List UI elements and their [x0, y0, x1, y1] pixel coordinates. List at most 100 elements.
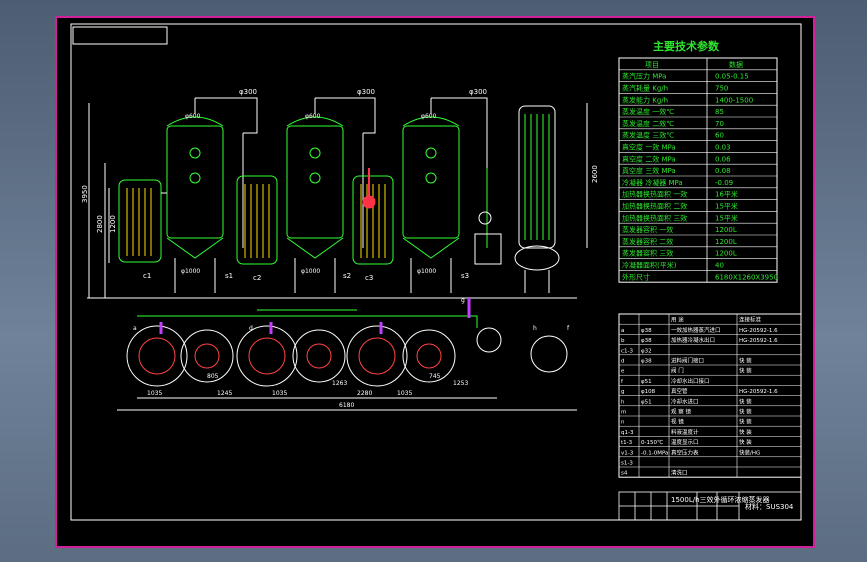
nozzle-mark: d [249, 325, 253, 332]
params-header-cell: 数据 [729, 60, 743, 69]
params-value-cell: 60 [715, 132, 724, 140]
plan-evaporator-2 [236, 325, 298, 387]
top-pipe-3: φ300 [469, 88, 487, 96]
nozzle-cell: φ32 [641, 348, 652, 354]
base-dia-2: φ1000 [301, 268, 320, 275]
nozzle-cell: 冷却水进口 [671, 397, 699, 405]
params-value-cell: 0.05-0.15 [715, 73, 749, 81]
params-value-cell: 1400-1500 [715, 96, 753, 104]
top-left-label-box [72, 26, 168, 45]
params-value-cell: 750 [715, 84, 728, 92]
params-value-cell: 1200L [715, 250, 737, 258]
nozzle-cell: 真空管 [671, 387, 688, 395]
nozzle-cell: m [621, 409, 626, 415]
nozzle-cell: s1-3 [621, 460, 633, 466]
nozzle-cell: 一效加热器蒸汽进口 [671, 326, 721, 334]
plan-dim: 2280 [357, 390, 372, 397]
nozzle-cell: HG-20592-1.6 [739, 338, 778, 344]
plan-dim: 1035 [272, 390, 287, 397]
params-value-cell: 1200L [715, 238, 737, 246]
nozzle-cell: 阀 门 [671, 367, 684, 375]
plan-dim: 1035 [397, 390, 412, 397]
nozzle-cell: 快装/HG [739, 448, 760, 456]
plan-separator-3 [402, 329, 456, 383]
vessel-dia-3: φ600 [421, 113, 437, 120]
nozzle-cell: 进料阀门接口 [671, 356, 704, 364]
params-value-cell: 0.03 [715, 143, 731, 151]
params-item-cell: 真空度 二效 MPa [622, 154, 676, 163]
params-item-cell: 冷凝器面积(平米) [622, 260, 677, 269]
plan-dim: 1253 [453, 380, 468, 387]
nozzle-cell: q1-3 [621, 430, 634, 436]
params-title: 主要技术参数 [653, 39, 720, 53]
params-item-cell: 蒸汽耗量 Kg/h [622, 83, 668, 92]
nozzle-cell: 快 装 [739, 407, 752, 415]
effect-2-evaporator [236, 97, 376, 293]
nozzle-cell: 快 装 [739, 367, 752, 375]
top-pipe-2: φ300 [357, 88, 375, 96]
nozzle-cell: φ51 [641, 379, 652, 385]
params-item-cell: 加热器换热面积 二效 [622, 201, 687, 210]
drawing-frame [70, 23, 802, 521]
plan-dim-small: 745 [429, 373, 441, 380]
params-item-cell: 蒸发能力 Kg/h [622, 95, 668, 104]
params-value-cell: -0.09 [715, 179, 733, 187]
base-dia-1: φ1000 [181, 268, 200, 275]
dim-height-4: 1200 [109, 215, 117, 233]
params-item-cell: 加热器换热面积 一效 [622, 190, 687, 199]
nozzle-cell: b [621, 338, 625, 344]
nozzle-cell: t1-3 [621, 440, 633, 446]
nozzle-cell: 快 装 [739, 428, 752, 436]
plan-evaporator-3 [346, 325, 408, 387]
params-item-cell: 蒸发器容积 三效 [622, 249, 673, 258]
params-value-cell: 6180X1260X3950 [715, 273, 778, 281]
params-item-cell: 蒸汽压力 MPa [622, 72, 666, 81]
elevation-view [87, 97, 588, 299]
params-value-cell: 0.06 [715, 155, 731, 163]
nozzle-cell: 快 装 [739, 356, 752, 364]
params-item-cell: 真空度 一效 MPa [622, 142, 676, 151]
nozzle-mark: a [133, 325, 137, 332]
nozzle-cell: 视 镜 [671, 418, 684, 426]
drawing-sheet: 3950 2800 1200 2600 φ300 φ300 φ300 φ600 … [55, 16, 815, 548]
plan-view [117, 298, 577, 411]
dim-overall-height: 3950 [81, 185, 89, 203]
params-header-cell: 项目 [645, 61, 659, 69]
params-table-border [618, 57, 778, 283]
nozzle-cell: 快 装 [739, 397, 752, 405]
nozzle-cell: φ108 [641, 389, 656, 395]
nozzle-cell: 料液温度计 [671, 428, 699, 436]
separator-tank [474, 233, 502, 265]
plan-dim: 1035 [147, 390, 162, 397]
overall-length: 6180 [339, 402, 354, 409]
params-item-cell: 蒸发温度 二效℃ [622, 119, 674, 128]
params-item-cell: 蒸发温度 三效℃ [622, 131, 674, 140]
plan-evaporator-1 [126, 325, 188, 387]
nozzle-cell: 观 察 镜 [671, 407, 691, 415]
nozzle-mark: c3 [365, 274, 373, 282]
params-value-cell: 16平米 [715, 190, 738, 199]
params-item-cell: 蒸发器容积 二效 [622, 237, 673, 246]
nozzle-mark: s2 [343, 272, 351, 280]
plan-separator-1 [180, 329, 234, 383]
nozzle-header-cell: 用 途 [671, 316, 684, 324]
nozzle-cell: v1-3 [621, 450, 634, 456]
nozzle-cell: 冷却水出口接口 [671, 377, 710, 385]
nozzle-mark: h [533, 325, 537, 332]
nozzle-mark: s3 [461, 272, 469, 280]
nozzle-mark: f [567, 325, 570, 332]
material-label: 材料：SUS304 [745, 502, 794, 511]
drawing-title: 1500L/h三效外循环浓缩蒸发器 [671, 495, 770, 504]
nozzle-cell: φ38 [641, 338, 652, 344]
nozzle-cell: e [621, 369, 625, 375]
nozzle-mark: c2 [253, 274, 261, 282]
nozzle-cell: -0.1-0MPa [641, 450, 668, 456]
effect-1-evaporator [118, 97, 258, 293]
cad-drawing: 3950 2800 1200 2600 φ300 φ300 φ300 φ600 … [70, 23, 802, 521]
params-value-cell: 40 [715, 261, 724, 269]
plan-dim: 1245 [217, 390, 232, 397]
params-item-cell: 真空度 三效 MPa [622, 166, 676, 175]
nozzle-cell: HG-20592-1.6 [739, 328, 778, 334]
